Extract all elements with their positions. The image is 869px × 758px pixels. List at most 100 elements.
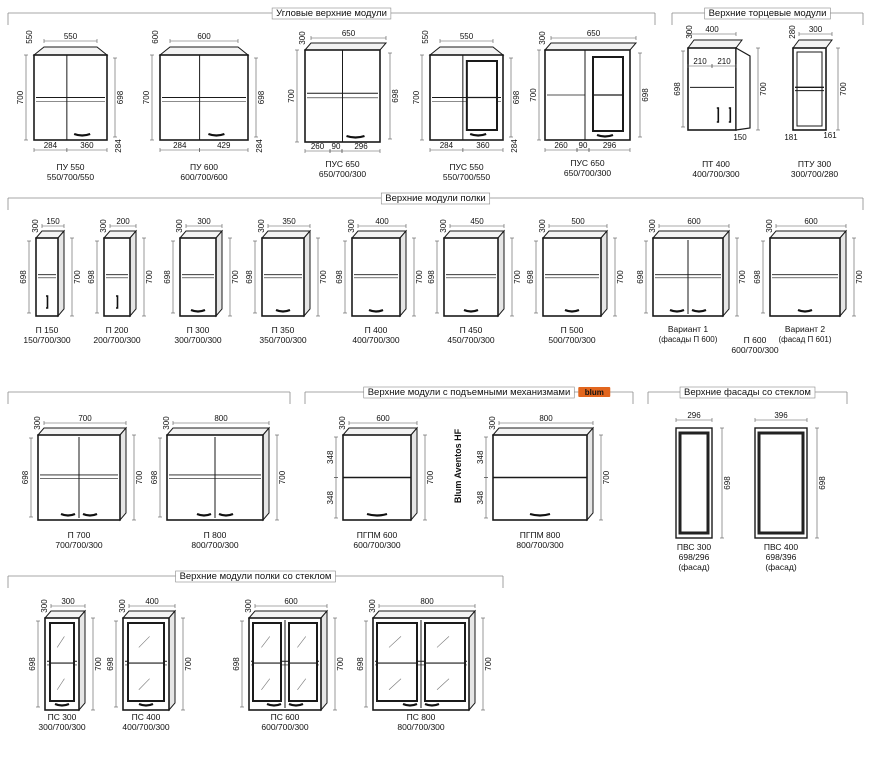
dimension-label: 396 xyxy=(774,411,788,420)
variant-note: (фасады П 600) xyxy=(659,335,718,344)
glass-glint xyxy=(56,678,65,690)
cabinet-top xyxy=(247,610,329,619)
section-glassfacade-header: Верхние фасады со стеклом xyxy=(647,386,848,404)
section-title: Верхние модули с подъемными механизмами xyxy=(368,387,571,398)
handle xyxy=(424,702,440,707)
dimension-label: 296 xyxy=(603,141,617,150)
dimension-label: 700 xyxy=(415,270,424,284)
glass-glint xyxy=(388,636,402,648)
handle xyxy=(218,512,234,517)
dimension-label: 348 xyxy=(326,450,335,464)
section-title-box xyxy=(175,570,336,583)
dimension-label: 260 xyxy=(554,141,568,150)
glass-glint xyxy=(138,636,150,648)
dimension-label: 698 xyxy=(257,90,266,104)
module-size: 698/396 xyxy=(766,552,797,562)
dimension-label: 698 xyxy=(116,90,125,104)
dimension-label: 698 xyxy=(28,657,37,671)
handle xyxy=(138,702,154,707)
dimension-label: 700 xyxy=(839,82,848,96)
section-corner-header: Угловые верхние модули xyxy=(7,7,656,25)
dimension-label: 700 xyxy=(412,90,421,104)
cabinet-top xyxy=(442,230,506,239)
dimension-label: 698 xyxy=(245,270,254,284)
dimension-label: 600 xyxy=(687,217,701,226)
dimension-label: 400 xyxy=(145,597,159,606)
module-name: П 350 xyxy=(272,325,295,335)
dimension-label: 698 xyxy=(818,476,827,490)
dimension-label: 650 xyxy=(587,29,601,38)
handle xyxy=(73,132,91,137)
cabinet-front xyxy=(351,237,401,317)
cabinet-top xyxy=(341,427,419,436)
cabinet-top xyxy=(371,610,477,619)
module-name: П 450 xyxy=(460,325,483,335)
handle xyxy=(366,512,388,517)
dimension-label: 284 xyxy=(114,139,123,153)
cabinet-side xyxy=(78,609,86,712)
cabinet-top xyxy=(158,46,250,56)
module-size: 600/700/300 xyxy=(353,540,401,550)
dimension-label: 284 xyxy=(44,141,58,150)
dimension-label: 698 xyxy=(636,270,645,284)
handle xyxy=(266,702,282,707)
section-end-header: Верхние торцевые модули xyxy=(671,7,864,25)
cabinet-top xyxy=(687,39,743,49)
module-size: 600/700/300 xyxy=(731,345,779,355)
dimension-label: 700 xyxy=(278,470,287,484)
cabinet-top xyxy=(121,610,177,619)
depth-label: 600 xyxy=(151,30,160,44)
module-name: ПГПМ 600 xyxy=(357,530,398,540)
cabinet-top xyxy=(165,427,271,436)
glass-glint xyxy=(297,636,307,648)
dimension-label: 700 xyxy=(319,270,328,284)
glass-glint xyxy=(261,678,271,690)
module-size: 698/296 xyxy=(679,552,710,562)
cabinet-top xyxy=(428,46,505,56)
dimension-label: 348 xyxy=(476,450,485,464)
cabinet-top xyxy=(543,42,638,51)
module-name: П 150 xyxy=(36,325,59,335)
cabinet-top xyxy=(32,46,109,56)
depth-label: 300 xyxy=(99,219,108,233)
dimension-label: 550 xyxy=(460,32,474,41)
module-size: 400/700/300 xyxy=(122,722,170,732)
glass-glint xyxy=(436,636,450,648)
dimension-label: 700 xyxy=(426,470,435,484)
dimension-label: 150 xyxy=(46,217,60,226)
section-title-box xyxy=(363,386,575,399)
cabinet-top xyxy=(651,230,731,239)
cabinet-side xyxy=(839,229,847,318)
depth-label: 300 xyxy=(439,219,448,233)
aventos-label: Blum Aventos HF xyxy=(453,428,463,503)
module-size: 700/700/300 xyxy=(55,540,103,550)
section-glassshelf-header: Верхние модули полки со стеклом xyxy=(7,570,504,588)
glass-glint xyxy=(388,678,402,690)
module-name: ПС 400 xyxy=(132,712,161,722)
dimension-label: 700 xyxy=(759,82,768,96)
dimension-label: 698 xyxy=(232,657,241,671)
dimension-label: 698 xyxy=(723,476,732,490)
module-size: 150/700/300 xyxy=(23,335,71,345)
handle xyxy=(46,295,49,309)
depth-label: 300 xyxy=(31,219,40,233)
blum-logo xyxy=(578,387,611,397)
handle xyxy=(463,308,479,313)
glass-frame xyxy=(252,622,282,702)
cabinet-front xyxy=(769,237,841,317)
depth-label: 300 xyxy=(538,219,547,233)
cabinet-top xyxy=(792,39,833,49)
dimension-label: 800 xyxy=(214,414,228,423)
cabinet-front xyxy=(35,237,59,317)
dimension-label: 650 xyxy=(342,29,356,38)
module-name: ПС 800 xyxy=(407,712,436,722)
module-size: 350/700/300 xyxy=(259,335,307,345)
cabinet-top xyxy=(36,427,128,436)
module-size: 300/700/300 xyxy=(174,335,222,345)
blum-logo-text: blum xyxy=(585,388,604,397)
handle xyxy=(275,308,291,313)
